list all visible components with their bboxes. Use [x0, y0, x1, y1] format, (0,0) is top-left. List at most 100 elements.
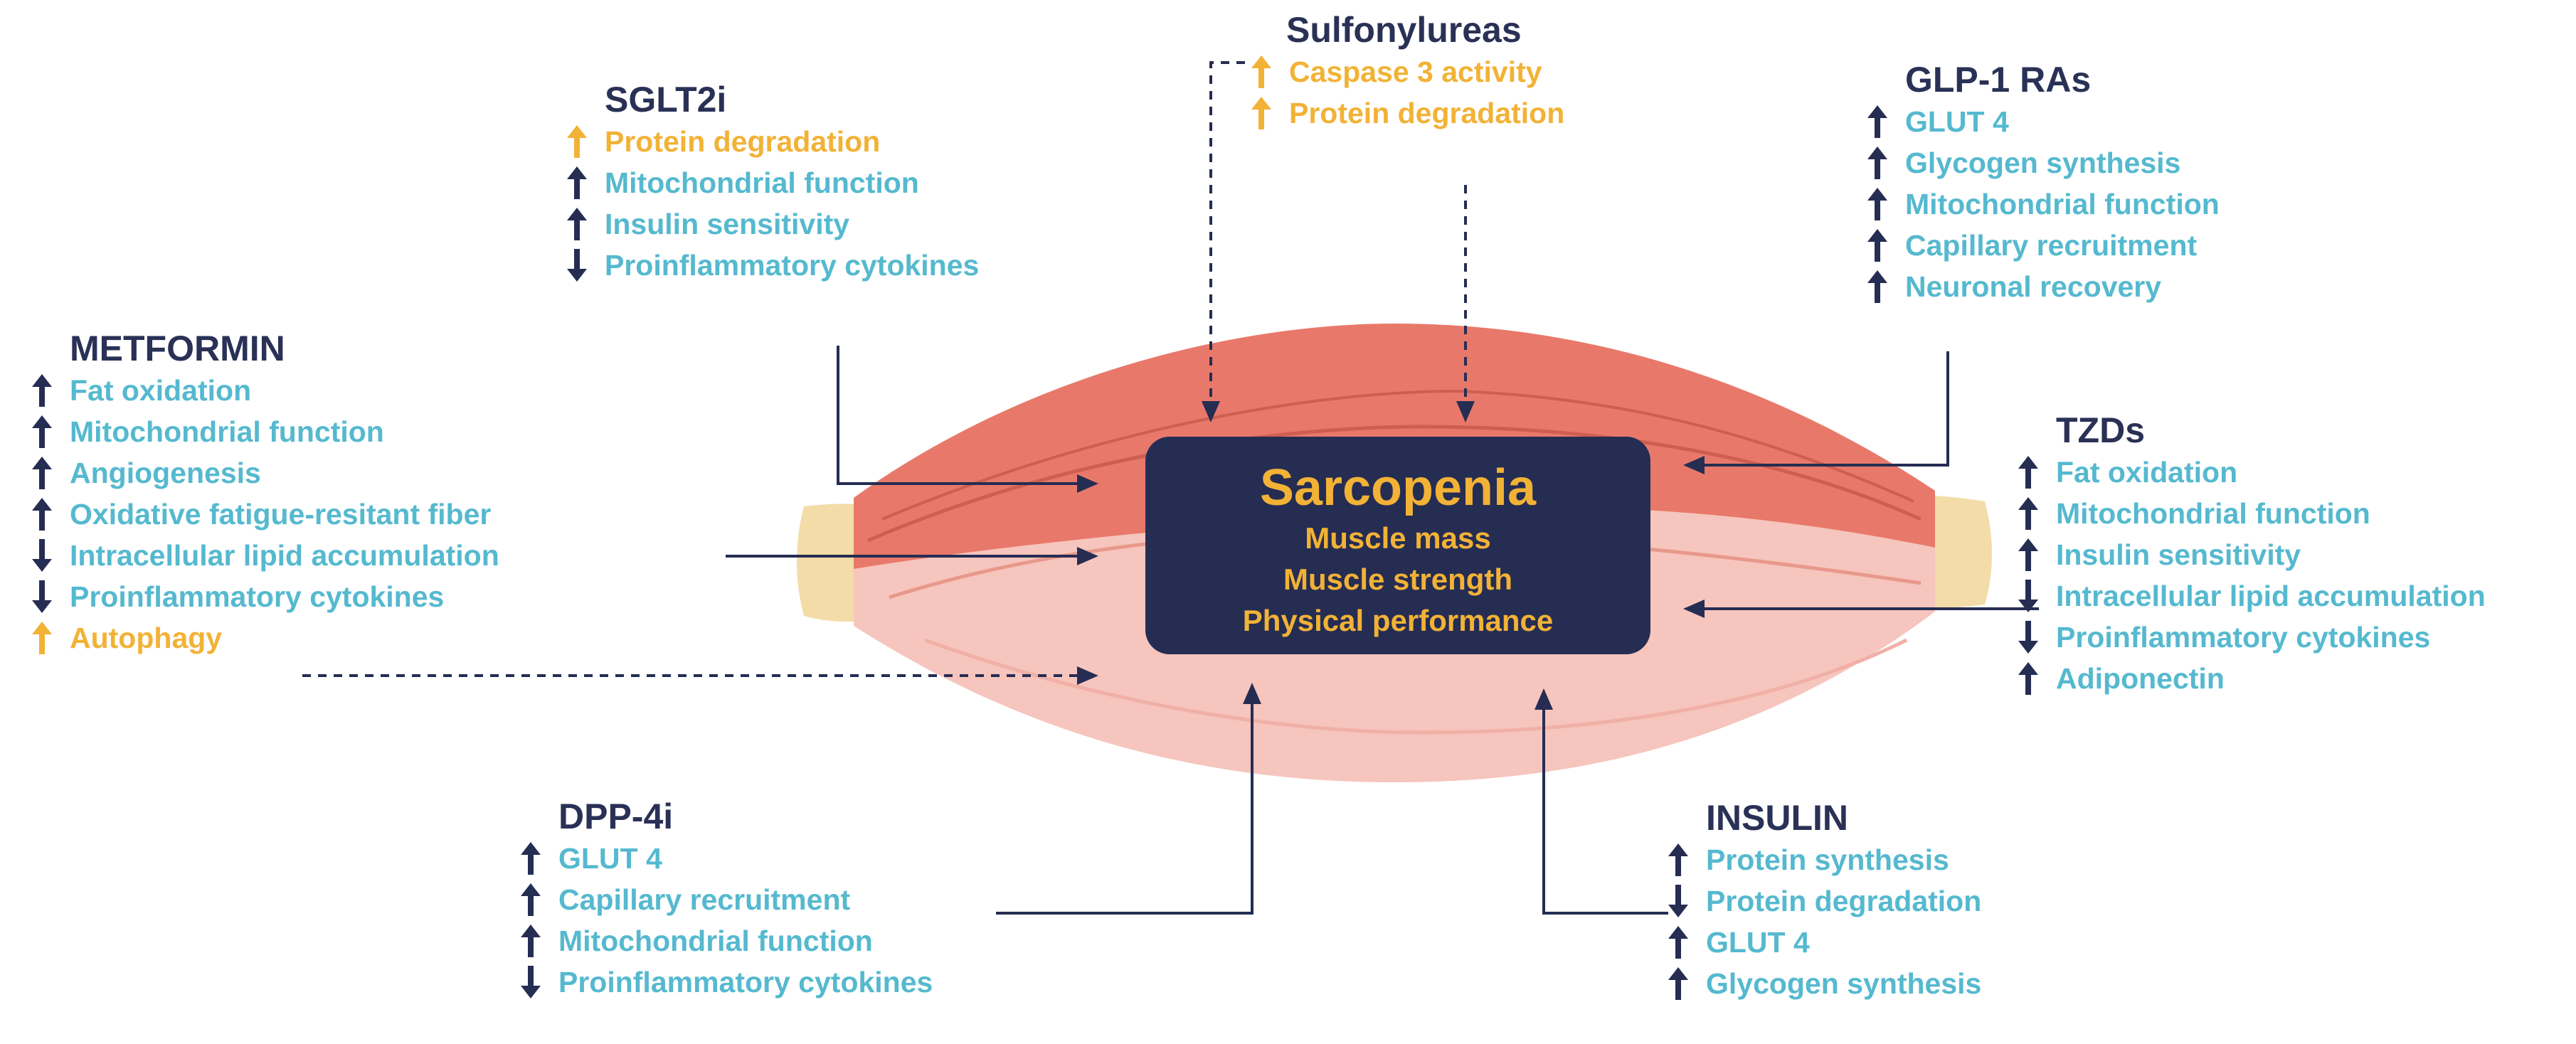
effect-item: Mitochondrial function — [2013, 493, 2486, 534]
effect-label: Capillary recruitment — [558, 883, 851, 916]
effect-label: Proinflammatory cytokines — [558, 966, 933, 998]
drug-title: SGLT2i — [605, 80, 727, 119]
effect-item: Mitochondrial function — [1862, 183, 2220, 225]
effect-item: Proinflammatory cytokines — [562, 245, 979, 286]
effect-label: Glycogen synthesis — [1905, 147, 2181, 179]
arrow-up-icon — [521, 842, 541, 875]
effect-label: Mitochondrial function — [1905, 188, 2220, 220]
effect-label: Capillary recruitment — [1905, 229, 2198, 262]
arrow-up-icon — [32, 622, 52, 654]
arrow-up-icon — [32, 415, 52, 448]
arrow-up-icon — [1867, 105, 1887, 138]
arrow-up-icon — [567, 208, 587, 240]
effect-label: Protein synthesis — [1706, 843, 1949, 876]
effect-label: Intracellular lipid accumulation — [70, 539, 499, 572]
arrow-up-icon — [32, 498, 52, 531]
arrow-up-icon — [521, 883, 541, 916]
effect-item: Fat oxidation — [2013, 452, 2486, 493]
effect-item: Proinflammatory cytokines — [27, 576, 499, 617]
arrow-up-icon — [2018, 497, 2038, 530]
connector-sulfonylureas — [1202, 61, 1475, 422]
effect-label: Intracellular lipid accumulation — [2056, 580, 2486, 612]
arrow-down-icon — [2018, 621, 2038, 654]
effect-item: Protein synthesis — [1663, 839, 1981, 880]
effect-label: Caspase 3 activity — [1289, 55, 1542, 88]
connector-glp1 — [1683, 351, 1949, 474]
effect-label: Insulin sensitivity — [605, 208, 850, 240]
effect-label: Adiponectin — [2056, 662, 2225, 695]
effect-item: Glycogen synthesis — [1663, 963, 1981, 1004]
connector-metformin — [302, 547, 1098, 685]
connector-insulin — [1535, 688, 1668, 915]
sarcopenia-title: Sarcopenia — [1259, 459, 1537, 516]
drug-title: Sulfonylureas — [1286, 10, 1522, 50]
effect-item: Oxidative fatigue-resitant fiber — [27, 494, 499, 535]
effect-label: Autophagy — [70, 622, 223, 654]
arrow-down-icon — [2018, 580, 2038, 612]
effect-item: GLUT 4 — [1862, 101, 2220, 142]
effect-label: Oxidative fatigue-resitant fiber — [70, 498, 492, 531]
effect-item: Mitochondrial function — [516, 920, 933, 962]
arrow-down-icon — [32, 580, 52, 613]
drug-title: INSULIN — [1706, 798, 1848, 838]
effect-label: Fat oxidation — [70, 374, 252, 407]
effect-item: Insulin sensitivity — [2013, 534, 2486, 575]
effect-item: Mitochondrial function — [562, 162, 979, 203]
effect-item: Proinflammatory cytokines — [516, 962, 933, 1003]
effect-item: Angiogenesis — [27, 452, 499, 494]
effect-label: Mitochondrial function — [558, 925, 873, 957]
effect-item: Protein degradation — [1663, 880, 1981, 922]
arrow-up-icon — [1251, 97, 1271, 129]
effect-item: Protein degradation — [562, 121, 979, 162]
physical-performance-label: Physical performance — [1242, 604, 1554, 637]
effect-item: Adiponectin — [2013, 658, 2486, 699]
arrow-up-icon — [2018, 538, 2038, 571]
effect-label: Mitochondrial function — [70, 415, 384, 448]
arrow-up-icon — [567, 125, 587, 158]
arrow-up-icon — [2018, 456, 2038, 489]
arrow-up-icon — [1668, 967, 1688, 1000]
effect-label: Proinflammatory cytokines — [70, 580, 445, 613]
effect-label: Insulin sensitivity — [2056, 538, 2301, 571]
sarcopenia-box: Sarcopenia Muscle mass Muscle strength P… — [1145, 437, 1650, 654]
muscle-mass-label: Muscle mass — [1305, 521, 1491, 555]
effect-label: Glycogen synthesis — [1706, 967, 1982, 1000]
arrow-down-icon — [521, 966, 541, 998]
effect-item: Intracellular lipid accumulation — [27, 535, 499, 576]
drug-title: GLP-1 RAs — [1905, 60, 2092, 100]
drug-title: DPP-4i — [558, 797, 674, 836]
arrow-up-icon — [1251, 55, 1271, 88]
effect-item: Caspase 3 activity — [1246, 51, 1564, 92]
effect-item: Protein degradation — [1246, 92, 1564, 134]
effect-item: Capillary recruitment — [1862, 225, 2220, 266]
muscle-strength-label: Muscle strength — [1283, 563, 1513, 596]
arrow-up-icon — [1867, 188, 1887, 220]
effect-label: Neuronal recovery — [1905, 270, 2162, 303]
arrow-up-icon — [1668, 843, 1688, 876]
effect-item: Fat oxidation — [27, 370, 499, 411]
effect-label: Protein degradation — [1289, 97, 1565, 129]
effect-label: Mitochondrial function — [2056, 497, 2370, 530]
effect-label: Fat oxidation — [2056, 456, 2238, 489]
effect-item: Mitochondrial function — [27, 411, 499, 452]
arrow-up-icon — [521, 925, 541, 957]
effect-item: Glycogen synthesis — [1862, 142, 2220, 183]
arrow-down-icon — [1668, 885, 1688, 917]
effect-label: Protein degradation — [605, 125, 881, 158]
effect-item: Proinflammatory cytokines — [2013, 617, 2486, 658]
arrow-up-icon — [32, 457, 52, 489]
effect-label: GLUT 4 — [1706, 926, 1810, 959]
arrow-up-icon — [1867, 270, 1887, 303]
effect-item: Autophagy — [27, 617, 499, 659]
